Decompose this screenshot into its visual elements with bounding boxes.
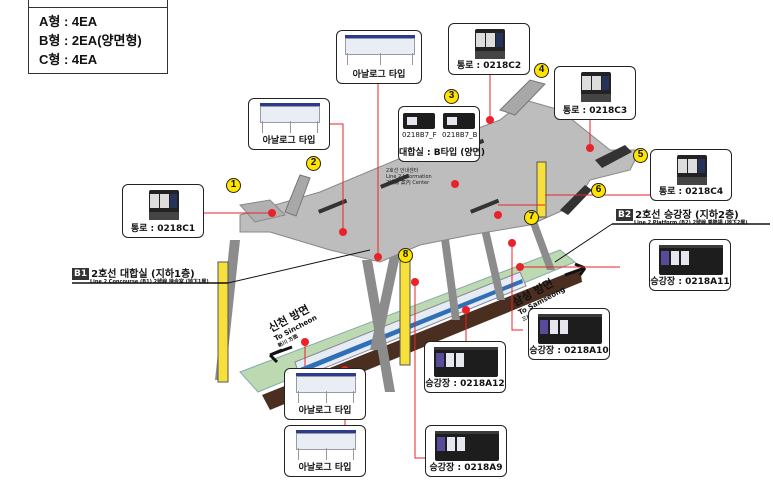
kiosk-a-type-icon [435, 431, 499, 461]
stair-4 [499, 79, 546, 116]
legend-row-b: B형 : 2EA(양면형) [39, 33, 142, 48]
info-center-en: Line 2 Information [386, 174, 432, 180]
kiosk-b-type-back-icon [443, 113, 475, 129]
b2-subtitle: Line 2 Platform (B2) 2號線 乘降場 (地下2層) [634, 220, 748, 226]
analog-sign-icon [296, 430, 356, 460]
b2-title-text: 2호선 승강장 (지하2층) [635, 210, 739, 221]
card-0218c3[interactable]: 통로 : 0218C3 [554, 66, 636, 120]
exit-badge-5: 5 [633, 148, 648, 163]
card-caption: 통로 : 0218C3 [562, 106, 628, 116]
stair-6 [560, 185, 592, 215]
card-caption: 통로 : 0218C2 [456, 61, 522, 71]
exit-badge-2: 2 [306, 156, 321, 171]
legend-header [29, 0, 167, 8]
info-center-cn: 2號線 案內 Center [386, 180, 430, 186]
exit-badge-8: 8 [398, 248, 413, 263]
card-0218b7[interactable]: 0218B7_F 0218B7_B 대합실 : B타입 (양면) [398, 106, 486, 162]
card-caption: 아날로그 타입 [262, 136, 316, 146]
b7-back-label: 0218B7_B [442, 131, 478, 139]
exit-badge-1: 1 [226, 178, 241, 193]
card-caption: 대합실 : B타입 (양면) [399, 148, 486, 158]
kiosk-b-type-front-icon [403, 113, 435, 129]
b1-tag: B1 [72, 268, 90, 280]
info-center-ko: 2호선 안내센터 [386, 168, 419, 174]
analog-sign-icon [296, 373, 356, 403]
legend-row-c: C형 : 4EA [39, 52, 98, 67]
b1-subtitle: Line 2 Concourse (B1) 2號線 待合室 (地下1層) [90, 279, 209, 285]
card-caption: 아날로그 타입 [298, 463, 352, 473]
card-analog-bottom-2[interactable]: 아날로그 타입 [284, 425, 366, 477]
arrow-left-icon [268, 345, 293, 364]
analog-sign-icon [345, 35, 415, 65]
stair-2 [284, 174, 311, 217]
kiosk-c-type-icon [581, 72, 611, 102]
legend-row-a: A형 : 4EA [39, 14, 98, 29]
kiosk-a-type-icon [434, 347, 498, 377]
b1-title-text: 2호선 대합실 (지하1층) [91, 269, 195, 280]
legend-box: A형 : 4EA B형 : 2EA(양면형) C형 : 4EA [28, 0, 168, 74]
card-caption: 통로 : 0218C1 [130, 224, 196, 234]
card-caption: 승강장 : 0218A9 [429, 463, 503, 473]
kiosk-c-type-icon [149, 190, 179, 220]
b7-front-label: 0218B7_F [402, 131, 437, 139]
concourse-slab [239, 99, 641, 263]
card-caption: 승강장 : 0218A11 [650, 277, 730, 287]
card-caption: 아날로그 타입 [352, 70, 406, 80]
info-center-label: 2호선 안내센터 Line 2 Information 2號線 案內 Cente… [386, 168, 432, 186]
card-0218c2[interactable]: 통로 : 0218C2 [448, 23, 530, 75]
kiosk-a-type-icon [659, 245, 723, 275]
card-0218c4[interactable]: 통로 : 0218C4 [650, 149, 732, 201]
elevator-center [399, 254, 411, 366]
card-caption: 통로 : 0218C4 [658, 187, 724, 197]
card-caption: 아날로그 타입 [298, 406, 352, 416]
card-0218a12[interactable]: 승강장 : 0218A12 [424, 341, 506, 393]
kiosk-c-type-icon [475, 29, 505, 59]
elevator-right [536, 161, 547, 218]
card-caption: 승강장 : 0218A12 [425, 379, 505, 389]
card-analog-bottom-1[interactable]: 아날로그 타입 [284, 368, 366, 420]
kiosk-c-type-icon [677, 155, 707, 185]
elevator-left [217, 261, 229, 383]
kiosk-a-type-icon [538, 314, 602, 344]
exit-badge-3: 3 [444, 89, 459, 104]
exit-badge-7: 7 [524, 210, 539, 225]
card-analog-top[interactable]: 아날로그 타입 [336, 30, 422, 84]
exit-badge-6: 6 [591, 183, 606, 198]
analog-sign-icon [260, 103, 320, 133]
card-0218a10[interactable]: 승강장 : 0218A10 [528, 308, 610, 360]
card-0218a9[interactable]: 승강장 : 0218A9 [425, 425, 507, 477]
card-0218c1[interactable]: 통로 : 0218C1 [122, 184, 204, 238]
card-analog-left[interactable]: 아날로그 타입 [248, 98, 330, 150]
card-0218a11[interactable]: 승강장 : 0218A11 [649, 239, 731, 291]
b2-tag: B2 [616, 209, 634, 221]
card-caption: 승강장 : 0218A10 [529, 346, 609, 356]
exit-badge-4: 4 [534, 63, 549, 78]
stair-5 [595, 145, 632, 168]
